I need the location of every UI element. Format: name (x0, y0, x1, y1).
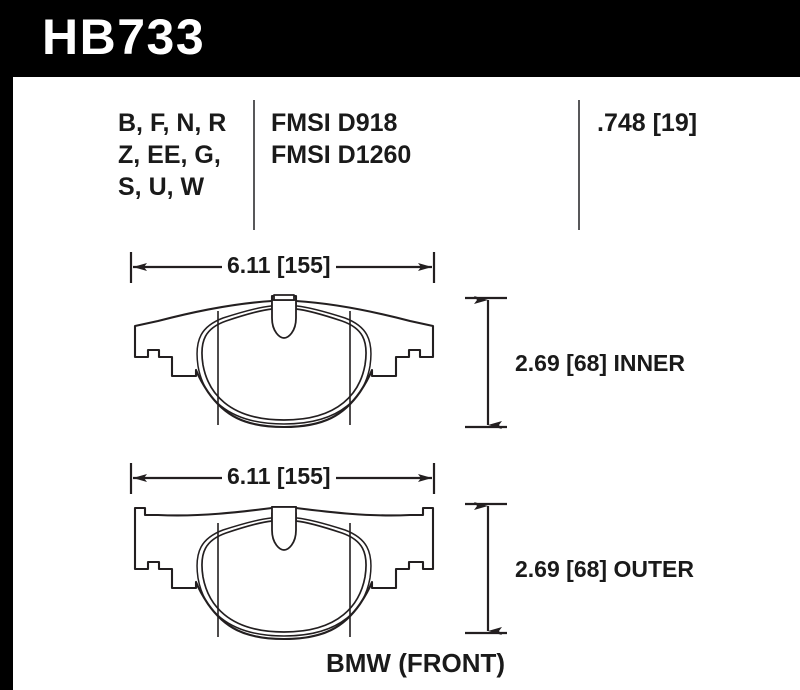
vehicle-application-label: BMW (FRONT) (326, 648, 506, 678)
spec-row: B, F, N, R Z, EE, G, S, U, W FMSI D918 F… (13, 100, 800, 230)
pad-inner-backing-plate (133, 294, 435, 429)
pad-outer-center-notch (271, 506, 297, 551)
pad-inner-center-notch (271, 299, 297, 339)
pad-outer-friction-contour (201, 512, 367, 633)
pad-inner-center-tab (273, 294, 295, 301)
fmsi-numbers: FMSI D918 FMSI D1260 (271, 109, 412, 169)
height-dimension-label-inner: 2.69 [68] INNER (510, 350, 691, 377)
width-dimension-label-inner: 6.11 [155] (222, 252, 336, 279)
height-dimension-outer (465, 502, 507, 635)
pad-outer-backing-plate (133, 505, 435, 641)
spec-divider-2 (578, 100, 580, 230)
pad-inner-friction-contour (201, 302, 367, 421)
pad-outer-friction-contour-offset (196, 517, 372, 637)
compound-codes: B, F, N, R Z, EE, G, S, U, W (118, 109, 227, 201)
header-bar: HB733 (0, 0, 800, 77)
spec-divider-1 (253, 100, 255, 230)
height-dimension-inner (465, 296, 507, 429)
height-dimension-label-outer: 2.69 [68] OUTER (510, 556, 699, 583)
part-number-title: HB733 (42, 9, 206, 65)
width-dimension-label-outer: 6.11 [155] (222, 463, 336, 490)
pad-inner-friction-contour-offset (196, 305, 372, 425)
thickness-value: .748 [19] (597, 109, 698, 137)
left-border-rail (0, 0, 13, 690)
